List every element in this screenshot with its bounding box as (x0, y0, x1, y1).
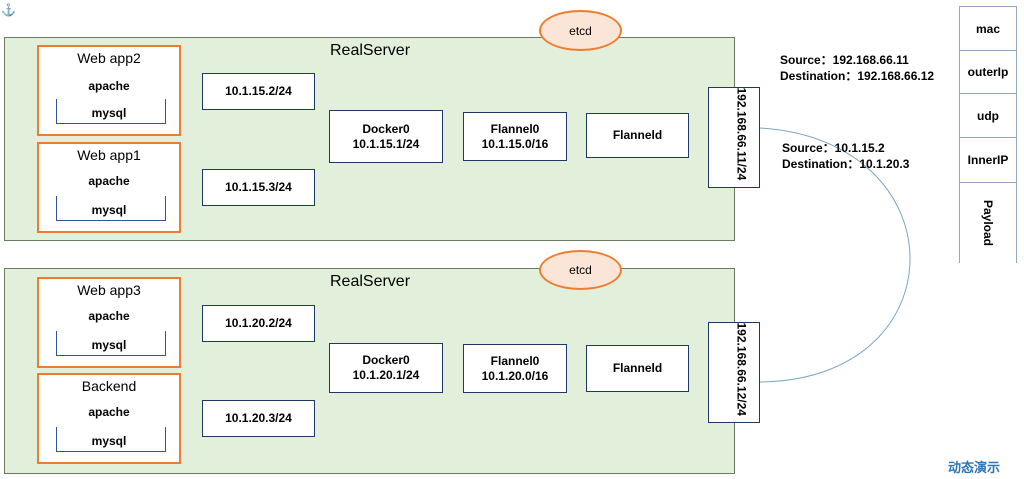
outer-source: Source：192.168.66.11 (780, 53, 909, 67)
host-ip-box: 192.168.66.12/24 (708, 322, 760, 423)
packet-field-label: Payload (981, 199, 995, 247)
packet-field-innerip: InnerIP (959, 137, 1017, 182)
flannel0-ip: 10.1.20.0/16 (481, 368, 549, 383)
app-line-mysql: mysql (91, 203, 127, 217)
anchor-icon: ⚓ (1, 3, 16, 17)
app-title: Web app2 (77, 50, 141, 66)
etcd-label: etcd (569, 23, 592, 38)
app-line-apache: apache (88, 405, 130, 419)
app-web-app2: Web app2 apache mysql (37, 45, 181, 136)
flannel0-box: Flannel0 10.1.20.0/16 (463, 344, 567, 393)
flanneld-box: Flanneld (586, 345, 689, 392)
app-title: Backend (81, 378, 137, 394)
app-line-mysql: mysql (91, 106, 127, 120)
packet-field-mac: mac (959, 6, 1017, 50)
etcd-node: etcd (539, 250, 622, 290)
packet-field-label: mac (975, 21, 1001, 36)
subnet-label: 10.1.20.2/24 (225, 316, 292, 330)
mysql-bracket (56, 331, 166, 356)
flanneld-label: Flanneld (612, 361, 663, 375)
mysql-bracket (56, 196, 166, 221)
subnet-box: 10.1.20.3/24 (202, 400, 315, 437)
packet-field-outerip: outerIp (959, 50, 1017, 93)
packet-field-udp: udp (959, 93, 1017, 137)
flanneld-box: Flanneld (586, 113, 689, 158)
docker0-box: Docker0 10.1.15.1/24 (329, 110, 443, 163)
app-web-app1: Web app1 apache mysql (37, 142, 181, 233)
flannel0-ip: 10.1.15.0/16 (481, 136, 549, 151)
app-line-mysql: mysql (91, 434, 127, 448)
mysql-bracket (56, 427, 166, 452)
app-line-apache: apache (88, 174, 130, 188)
subnet-box: 10.1.15.2/24 (202, 73, 315, 110)
flanneld-label: Flanneld (612, 128, 663, 142)
flannel0-name: Flannel0 (490, 353, 540, 368)
inner-header-info: Source：10.1.15.2 Destination：10.1.20.3 (782, 140, 909, 172)
app-line-apache: apache (88, 79, 130, 93)
docker0-name: Docker0 (362, 353, 410, 367)
docker0-name: Docker0 (362, 121, 410, 136)
host-to-host-arc (759, 127, 911, 383)
app-backend: Backend apache mysql (37, 373, 181, 464)
host-ip-label: 192.168.66.12/24 (734, 322, 749, 416)
host-ip-box: 192.168.66.11/24 (708, 87, 760, 188)
subnet-label: 10.1.15.3/24 (225, 180, 292, 194)
flannel0-box: Flannel0 10.1.15.0/16 (463, 112, 567, 161)
app-line-mysql: mysql (91, 338, 127, 352)
inner-destination: Destination：10.1.20.3 (782, 157, 910, 171)
outer-header-info: Source：192.168.66.11 Destination：192.168… (780, 52, 934, 84)
inner-source: Source：10.1.15.2 (782, 141, 885, 155)
server-2-title: RealServer (329, 273, 411, 290)
subnet-box: 10.1.15.3/24 (202, 169, 315, 206)
app-web-app3: Web app3 apache mysql (37, 277, 181, 368)
subnet-label: 10.1.15.2/24 (225, 84, 292, 98)
packet-field-label: InnerIP (967, 153, 1009, 167)
docker0-ip: 10.1.20.1/24 (352, 368, 420, 382)
packet-field-label: udp (977, 108, 999, 123)
app-title: Web app1 (77, 147, 141, 163)
host-ip-label: 192.168.66.11/24 (734, 87, 749, 181)
server-1-title: RealServer (329, 42, 411, 59)
etcd-label: etcd (569, 263, 592, 277)
packet-field-payload: Payload (959, 182, 1017, 263)
mysql-bracket (56, 99, 166, 124)
outer-destination: Destination：192.168.66.12 (780, 69, 935, 83)
subnet-label: 10.1.20.3/24 (225, 411, 292, 425)
packet-structure: mac outerIp udp InnerIP Payload (959, 6, 1017, 263)
dynamic-demo-link[interactable]: 动态演示 (948, 460, 1001, 475)
flannel0-name: Flannel0 (490, 121, 540, 136)
etcd-node: etcd (539, 10, 622, 51)
app-line-apache: apache (88, 309, 130, 323)
docker0-ip: 10.1.15.1/24 (352, 136, 420, 151)
packet-field-label: outerIp (967, 65, 1009, 79)
subnet-box: 10.1.20.2/24 (202, 305, 315, 342)
docker0-box: Docker0 10.1.20.1/24 (329, 343, 443, 393)
app-title: Web app3 (77, 282, 141, 298)
